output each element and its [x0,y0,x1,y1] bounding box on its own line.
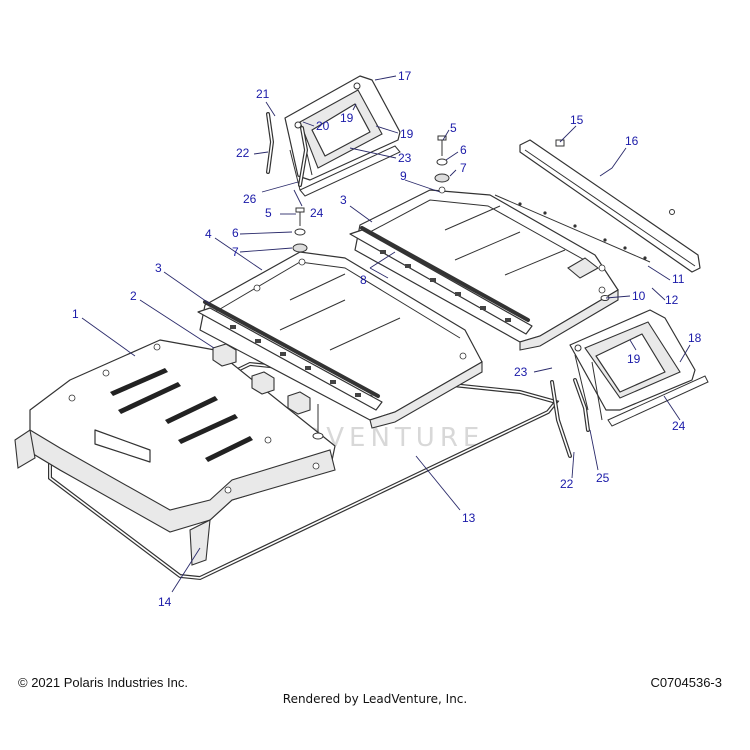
part-2-foam-blocks [212,343,311,415]
callout-24[interactable]: 24 [310,206,324,220]
callout-2[interactable]: 2 [130,289,137,303]
callout-25[interactable]: 25 [596,471,610,485]
callout-17[interactable]: 17 [398,69,412,83]
callout-1[interactable]: 1 [72,307,79,321]
callout-12[interactable]: 12 [665,293,679,307]
part-18-rear-frame-lower [569,309,709,427]
callout-7[interactable]: 7 [460,161,467,175]
callout-leaders [81,75,691,593]
callout-3[interactable]: 3 [155,261,162,275]
part-17-rear-frame-upper [284,75,401,197]
callout-18[interactable]: 18 [688,331,702,345]
callout-7[interactable]: 7 [232,245,239,259]
callout-13[interactable]: 13 [462,511,476,525]
callout-15[interactable]: 15 [570,113,584,127]
callout-9[interactable]: 9 [400,169,407,183]
callout-19[interactable]: 19 [627,352,641,366]
part-3-seal-strip-left [197,300,383,411]
copyright-notice: © 2021 Polaris Industries Inc. [18,675,188,690]
callout-labels: 1 2 3 3 4 5 5 6 6 7 7 8 9 10 11 12 13 14… [72,69,702,609]
callout-6[interactable]: 6 [232,226,239,240]
part-3-seal-strip-right [349,226,533,335]
callout-22[interactable]: 22 [236,146,250,160]
callout-3[interactable]: 3 [340,193,347,207]
callout-11[interactable]: 11 [672,272,685,286]
callout-19[interactable]: 19 [400,127,414,141]
callout-14[interactable]: 14 [158,595,172,609]
callout-23[interactable]: 23 [514,365,528,379]
callout-10[interactable]: 10 [632,289,646,303]
callout-8[interactable]: 8 [360,273,367,287]
part-16-rear-trim-rail [494,139,701,273]
callout-26[interactable]: 26 [243,192,257,206]
part-21-22-side-seals-upper [266,112,309,187]
callout-6[interactable]: 6 [460,143,467,157]
callout-4[interactable]: 4 [205,227,212,241]
callout-5[interactable]: 5 [450,121,457,135]
callout-19[interactable]: 19 [340,111,354,125]
callout-24[interactable]: 24 [672,419,686,433]
callout-20[interactable]: 20 [316,119,330,133]
fastener-stack-left [292,207,324,440]
callout-5[interactable]: 5 [265,206,272,220]
part-22-25-side-seals-lower [550,378,590,458]
callout-21[interactable]: 21 [256,87,270,101]
rendered-by-credit: Rendered by LeadVenture, Inc. [282,692,468,706]
drawing-code: C0704536-3 [650,675,722,690]
part-9-rear-roof-panel [354,186,619,351]
callout-22[interactable]: 22 [560,477,574,491]
callout-16[interactable]: 16 [625,134,639,148]
callout-23[interactable]: 23 [398,151,412,165]
